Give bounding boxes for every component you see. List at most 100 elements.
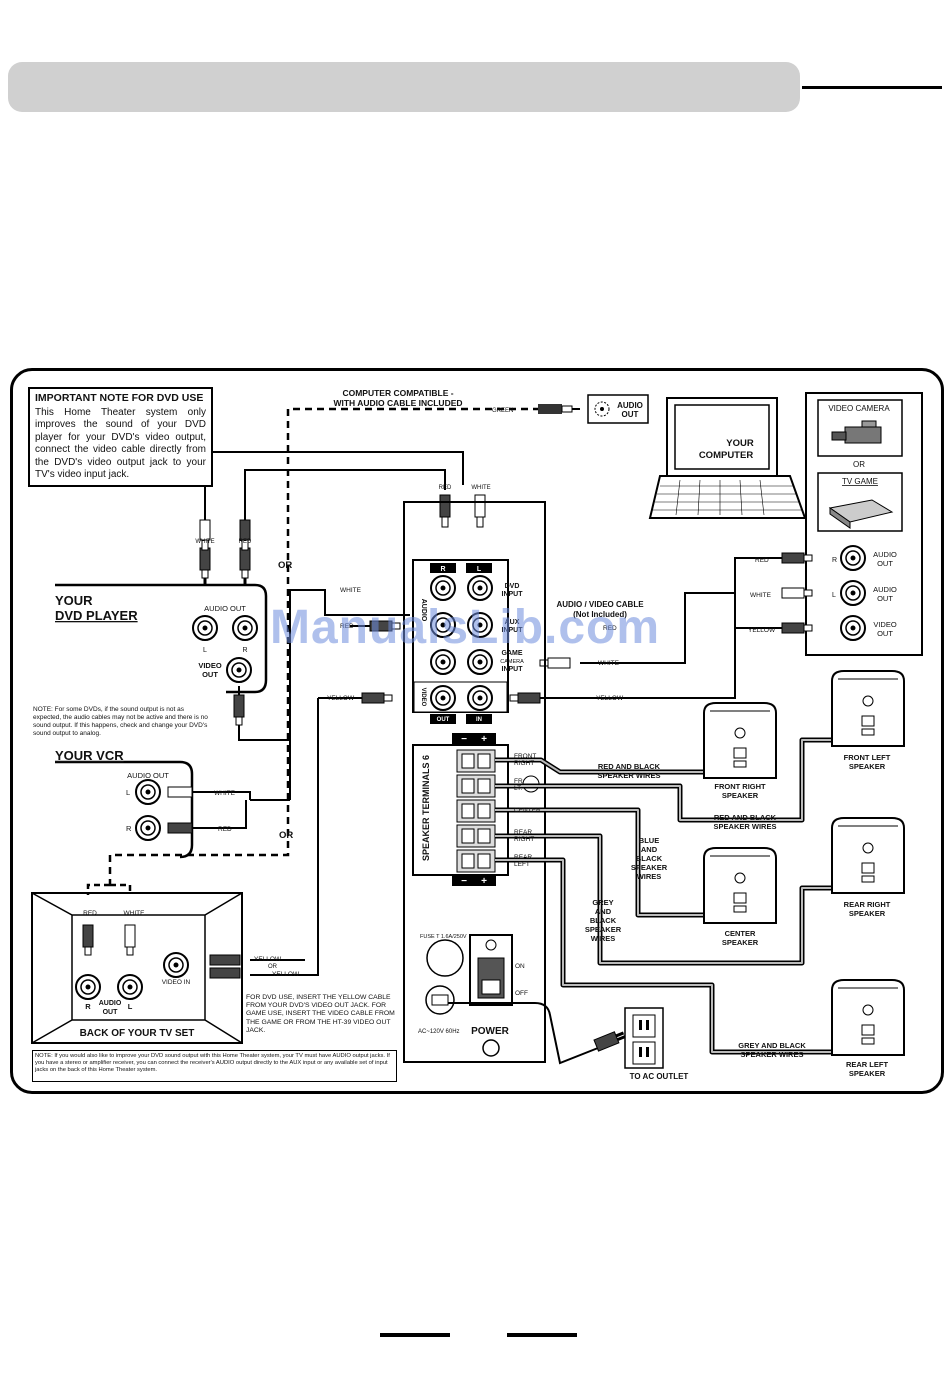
dvd-player-label: YOUR xyxy=(55,593,93,608)
terminal-minus-top: − xyxy=(461,734,467,745)
dvd-red: RED xyxy=(239,539,252,545)
dvd-white: WHITE xyxy=(195,539,214,545)
tv-audio-out: AUDIO xyxy=(99,1000,122,1007)
dvd-input-label: DVD xyxy=(505,583,520,590)
ac-label: AC~120V 60Hz xyxy=(418,1029,460,1035)
tv-game-icon xyxy=(828,499,894,529)
header-rule xyxy=(802,86,942,89)
switch-on: ON xyxy=(515,963,525,970)
wire-center-label-3: BLACK xyxy=(636,854,663,863)
tv-audio-out-2: OUT xyxy=(103,1009,119,1016)
wire-front-left-label-2: SPEAKER WIRES xyxy=(714,822,777,831)
wire-rear-left-label: GREY AND BLACK xyxy=(738,1041,806,1050)
vcr-frame xyxy=(55,760,194,859)
receiver-red-left: RED xyxy=(340,623,354,630)
receiver-yellow-right: YELLOW xyxy=(596,695,624,702)
tv-red: RED xyxy=(83,910,97,917)
input-jack-block xyxy=(412,559,509,724)
wire-center-label-5: WIRES xyxy=(637,872,662,881)
important-note-title: IMPORTANT NOTE FOR DVD USE xyxy=(35,392,204,404)
tv-set-label: BACK OF YOUR TV SET xyxy=(80,1028,195,1039)
tv-or: OR xyxy=(268,964,278,970)
computer-icon xyxy=(648,397,807,519)
game-audio-out-l: AUDIO xyxy=(873,585,897,594)
ac-outlet xyxy=(624,1007,664,1069)
term-front-right: FRONT xyxy=(514,753,536,760)
video-camera-label: VIDEO CAMERA xyxy=(828,404,890,413)
game-red: RED xyxy=(755,557,769,564)
av-cable-label: AUDIO / VIDEO CABLE xyxy=(556,600,644,609)
wire-rear-right-label-3: BLACK xyxy=(590,916,617,925)
dvd-player-frame xyxy=(55,583,268,694)
tv-r: R xyxy=(85,1002,91,1011)
rear-right-speaker-label-2: SPEAKER xyxy=(849,909,886,918)
wire-rear-right-label: GREY xyxy=(592,898,613,907)
terminal-plus-top: + xyxy=(481,734,487,745)
wire-front-right-label: RED AND BLACK xyxy=(598,762,661,771)
dvd-game-note: FOR DVD USE, INSERT THE YELLOW CABLE FRO… xyxy=(246,994,395,1034)
term-rear-left: REAR xyxy=(514,854,532,861)
dvd-audio-out: AUDIO OUT xyxy=(204,604,246,613)
game-input-label-2: CAMERA xyxy=(500,659,524,665)
game-r: R xyxy=(832,557,837,564)
center-speaker-icon xyxy=(703,847,777,924)
game-out-l: OUT xyxy=(877,594,893,603)
receiver-l: L xyxy=(477,566,482,573)
game-input-label-3: INPUT xyxy=(502,666,524,673)
vcr-white: WHITE xyxy=(214,790,236,797)
wire-center-label-2: AND xyxy=(641,845,658,854)
green-label: GREEN xyxy=(492,408,513,414)
audio-out-label: AUDIO xyxy=(617,401,643,410)
tv-game-label: TV GAME xyxy=(842,477,878,486)
term-rear-right: REAR xyxy=(514,829,532,836)
computer-label-2: COMPUTER xyxy=(699,450,754,461)
game-panel-frame xyxy=(805,392,923,656)
section-header-bar xyxy=(8,62,800,112)
receiver-top-white: WHITE xyxy=(471,485,490,491)
game-out-r: OUT xyxy=(877,559,893,568)
vcr-audio-out: AUDIO OUT xyxy=(127,771,169,780)
receiver-yellow-left: YELLOW xyxy=(327,695,355,702)
footer-rule-left xyxy=(380,1333,450,1337)
game-audio-out-r: AUDIO xyxy=(873,550,897,559)
important-note-text: This Home Theater system only improves t… xyxy=(35,406,206,481)
wire-rear-right-label-2: AND xyxy=(595,907,612,916)
center-speaker-label-2: SPEAKER xyxy=(722,938,759,947)
game-input-label: GAME xyxy=(502,650,523,657)
receiver-white-right: WHITE xyxy=(598,660,620,667)
vcr-red: RED xyxy=(218,826,232,833)
front-left-speaker-label: FRONT LEFT xyxy=(844,753,891,762)
game-l: L xyxy=(832,592,836,599)
power-section xyxy=(425,934,513,1057)
or-label-2: OR xyxy=(279,830,293,841)
vcr-r: R xyxy=(126,824,132,833)
audio-out-label-2: OUT xyxy=(622,410,639,419)
dvd-sound-note: NOTE: For some DVDs, if the sound output… xyxy=(33,706,208,737)
aux-input-label: AUX xyxy=(505,619,520,626)
av-cable-label-2: (Not Included) xyxy=(573,610,627,619)
receiver-out: OUT xyxy=(437,717,450,723)
wire-center-label: BLUE xyxy=(639,836,659,845)
receiver-top-red: RED xyxy=(439,485,452,491)
dvd-l: L xyxy=(203,647,207,654)
dvd-player-label-2: DVD PLAYER xyxy=(55,608,138,623)
tv-yellow-2: YELLOW xyxy=(272,971,300,978)
front-left-speaker-label-2: SPEAKER xyxy=(849,762,886,771)
wire-center-label-4: SPEAKER xyxy=(631,863,668,872)
speaker-terminals xyxy=(412,733,540,886)
game-yellow: YELLOW xyxy=(748,627,776,634)
tv-yellow: YELLOW xyxy=(254,956,282,963)
terminal-plus-bottom: + xyxy=(481,876,487,887)
game-white: WHITE xyxy=(750,592,772,599)
wire-front-left-label: RED AND BLACK xyxy=(714,813,777,822)
tv-l: L xyxy=(128,1002,133,1011)
aux-input-label-2: INPUT xyxy=(502,627,524,634)
term-center: CENTER xyxy=(514,807,541,814)
front-left-speaker-icon xyxy=(831,670,905,747)
ac-outlet-label: TO AC OUTLET xyxy=(630,1072,689,1081)
game-video-out: VIDEO xyxy=(873,620,897,629)
term-front-left: FR xyxy=(514,778,523,785)
video-vertical-label: VIDEO xyxy=(420,688,426,707)
terminal-minus-bottom: − xyxy=(461,876,467,887)
